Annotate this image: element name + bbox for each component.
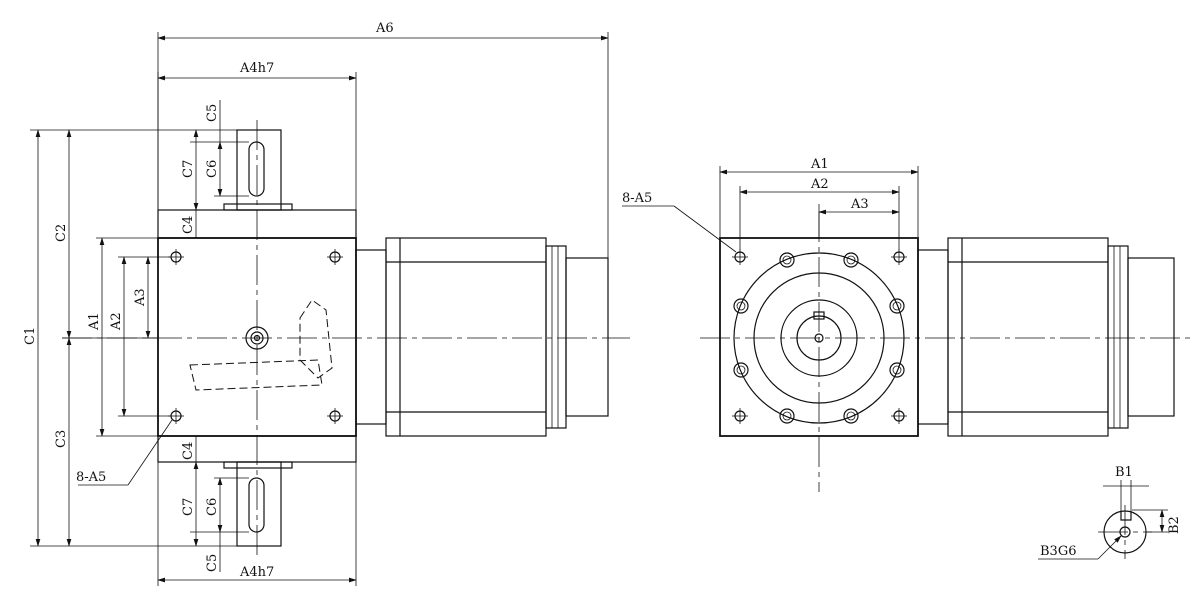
left-dimensions <box>30 32 609 586</box>
label-c5-bottom: C5 <box>205 554 220 572</box>
label-c1: C1 <box>23 327 38 345</box>
label-c2: C2 <box>54 224 69 242</box>
label-a3-left: A3 <box>133 288 148 307</box>
label-c4-bottom: C4 <box>181 442 196 460</box>
label-a3-right: A3 <box>850 197 869 212</box>
label-a4h7-top: A4h7 <box>239 61 274 76</box>
label-a2-left: A2 <box>109 312 124 331</box>
label-c7-top: C7 <box>181 160 196 178</box>
right-corner-holes <box>732 249 907 424</box>
label-a4h7-bottom: A4h7 <box>239 565 274 580</box>
label-b2: B2 <box>1167 516 1182 534</box>
label-b1: B1 <box>1115 465 1133 480</box>
label-b3g6: B3G6 <box>1040 544 1076 559</box>
right-dimensions <box>622 166 919 253</box>
label-a1-left: A1 <box>87 312 102 331</box>
label-8-a5-left: 8-A5 <box>76 470 106 485</box>
label-c6-top: C6 <box>205 160 220 178</box>
left-side-view <box>157 129 609 547</box>
label-c7-bottom: C7 <box>181 498 196 516</box>
label-a1-right: A1 <box>810 157 829 172</box>
left-mounting-holes <box>168 249 343 424</box>
label-8-a5-right: 8-A5 <box>622 191 652 206</box>
label-c6-bottom: C6 <box>205 498 220 516</box>
label-a2-right: A2 <box>810 177 829 192</box>
label-a6: A6 <box>375 21 394 36</box>
label-c4-top: C4 <box>181 216 196 234</box>
right-front-view <box>719 237 1175 437</box>
label-c5-top: C5 <box>205 104 220 122</box>
shaft-key-section <box>1038 480 1168 560</box>
flange-bolt-holes <box>733 252 905 424</box>
label-c3: C3 <box>54 430 69 448</box>
